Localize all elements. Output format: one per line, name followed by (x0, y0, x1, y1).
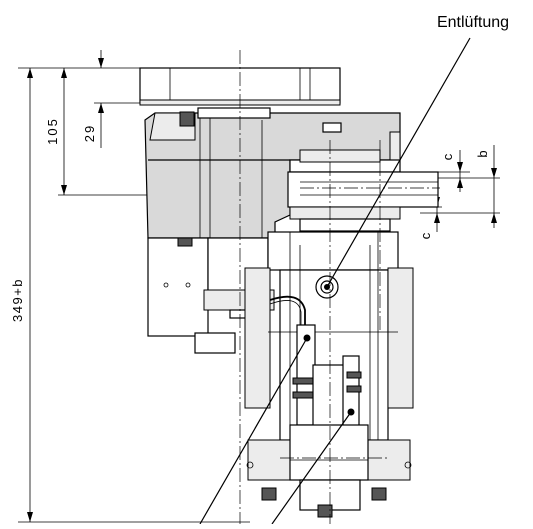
shaft-coupling (287, 149, 439, 232)
dim-c-top-label: c (440, 153, 455, 160)
sensor-cable (269, 295, 306, 330)
dimension-29 (94, 50, 148, 148)
dim-c-bottom-label: c (418, 232, 433, 239)
dimension-b (420, 145, 500, 228)
center-lines (239, 50, 440, 524)
vent-label: Entlüftung (437, 14, 509, 31)
dim-b-label: b (475, 150, 490, 157)
leader-lines (199, 37, 471, 525)
dim-349-b-label: 349+b (10, 278, 25, 322)
dimension-349-b (18, 67, 250, 523)
base-clamps (246, 424, 412, 518)
dim-105-label: 105 (45, 117, 60, 145)
dim-29-label: 29 (82, 124, 97, 142)
